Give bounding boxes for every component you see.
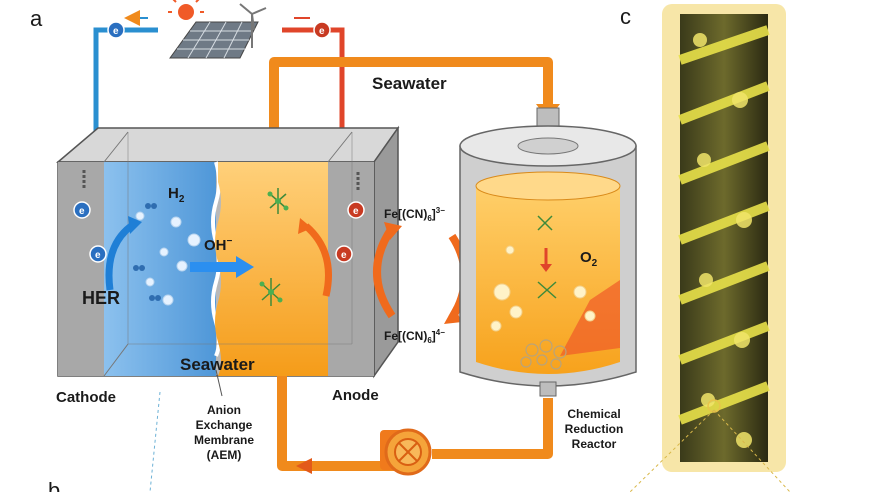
oh-arrow-shaft — [190, 262, 236, 272]
svg-text:e: e — [319, 26, 325, 37]
seawater-label-top: Seawater — [372, 74, 447, 93]
wind-turbine-icon — [239, 3, 267, 48]
reactor-bubbles — [490, 245, 596, 332]
chemical-reduction-reactor — [459, 107, 637, 397]
cathode-label: Cathode — [56, 389, 116, 406]
svg-text:Chemical: Chemical — [567, 407, 620, 421]
return-arrow-icon — [296, 458, 312, 474]
oer-arrow-icon — [303, 223, 332, 297]
electron-cathode-2: e — [89, 245, 107, 263]
o2-label: O2 — [580, 249, 598, 269]
seawater-pipe-top — [269, 57, 553, 132]
panel-label-b: b — [48, 478, 60, 492]
reactor-label: Chemical Reduction Reactor — [565, 407, 624, 451]
aem-pointer-line — [215, 369, 223, 397]
panel-label-c: c — [620, 4, 631, 29]
reduction-arrowhead-right-icon — [444, 306, 462, 324]
her-arrow-icon — [105, 221, 137, 291]
aem-label: Anion Exchange Membrane (AEM) — [194, 403, 254, 462]
oer-arrowhead-icon — [298, 218, 312, 234]
reduction-arrow-left — [373, 225, 396, 319]
h2-label: H2 — [168, 185, 185, 205]
svg-text:e: e — [95, 250, 101, 261]
svg-text:Membrane: Membrane — [194, 433, 254, 447]
oh-label: OH− — [204, 236, 233, 254]
anode-wire — [282, 27, 345, 150]
panel-label-a: a — [30, 6, 43, 31]
svg-text:e: e — [353, 206, 359, 217]
oh-arrowhead-icon — [236, 256, 254, 278]
h2-molecules — [133, 203, 161, 301]
h2-bubbles — [135, 211, 201, 306]
svg-text:e: e — [79, 206, 85, 217]
cathode-wire — [93, 27, 158, 150]
seawater-label-bottom: Seawater — [180, 355, 255, 374]
reactor-molecules — [537, 215, 557, 299]
solar-panel-icon — [169, 21, 259, 59]
svg-text:Reduction: Reduction — [565, 422, 624, 436]
fe3-label: Fe[(CN)6]3− — [384, 206, 445, 223]
electron-cathode-1: e — [73, 201, 91, 219]
anode-label: Anode — [332, 387, 379, 404]
panel-c-tube-photo — [662, 4, 786, 472]
electron-anode-1: e — [347, 201, 365, 219]
seawater-pipe-bottom — [277, 376, 553, 471]
reactor-arrowhead-icon — [540, 264, 552, 272]
zoom-line-right-2 — [713, 409, 791, 492]
svg-text:e: e — [341, 250, 347, 261]
electron-badge-top-left: e — [107, 21, 125, 39]
her-label: HER — [82, 288, 120, 308]
pump-icon — [380, 428, 432, 476]
zoom-line-left — [149, 391, 161, 492]
catalyst-cluster — [520, 339, 567, 370]
electron-badge-top-right: e — [313, 21, 331, 39]
fe-complex-atoms — [259, 191, 289, 303]
svg-text:(AEM): (AEM) — [207, 448, 242, 462]
her-arrowhead-icon — [128, 216, 142, 234]
fe4-label: Fe[(CN)6]4− — [384, 328, 445, 345]
sun-icon — [168, 0, 204, 20]
svg-text:Exchange: Exchange — [196, 418, 253, 432]
svg-text:Reactor: Reactor — [572, 437, 617, 451]
electron-anode-2: e — [335, 245, 353, 263]
svg-text:e: e — [113, 26, 119, 37]
reduction-arrowhead-icon — [384, 222, 402, 240]
svg-text:Anion: Anion — [207, 403, 241, 417]
zoom-line-right — [629, 409, 715, 492]
